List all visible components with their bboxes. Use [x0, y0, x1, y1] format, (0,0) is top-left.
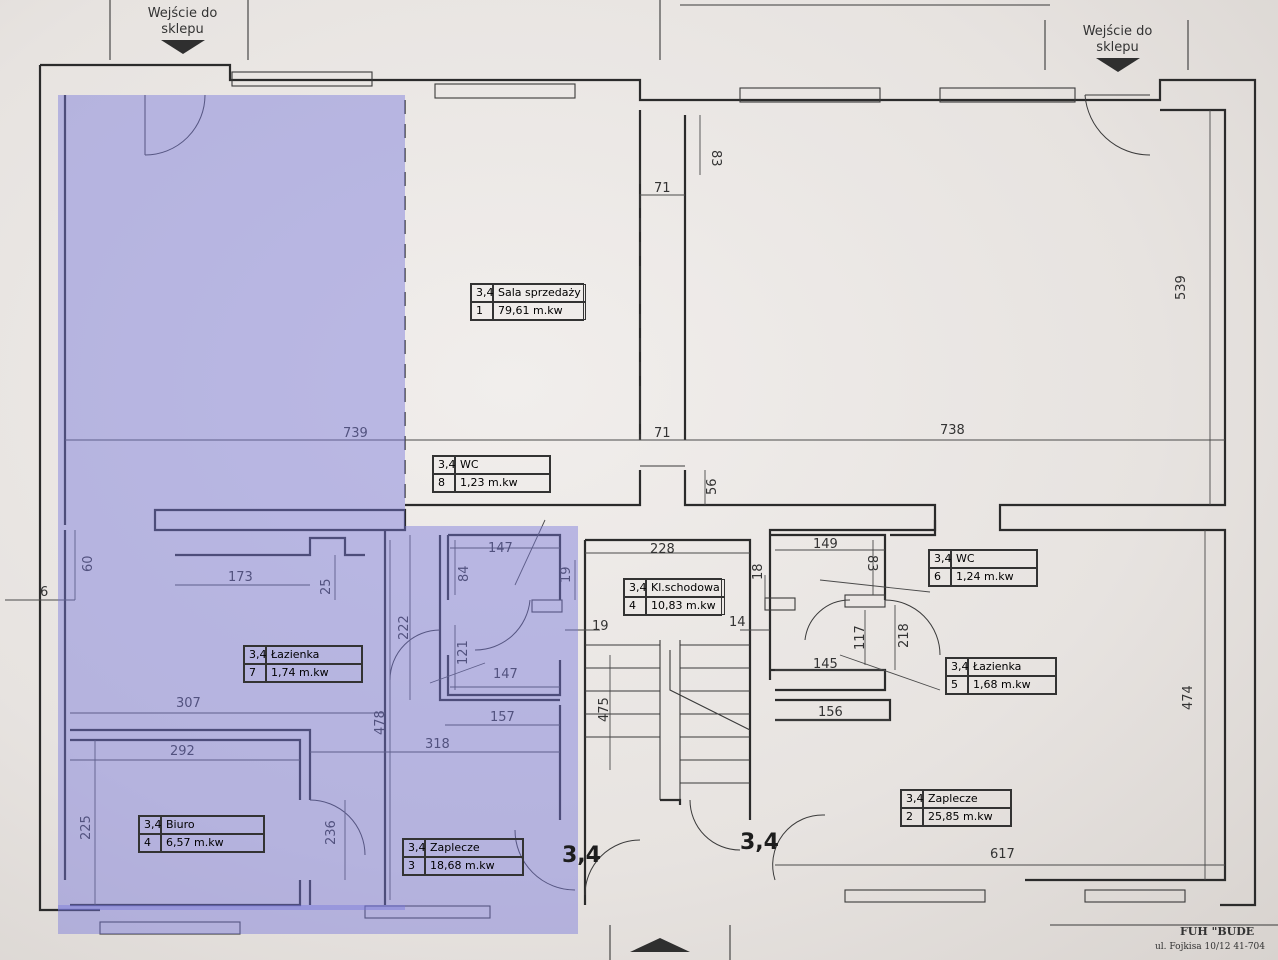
room-name: WC — [951, 550, 1037, 568]
dim-60: 60 — [81, 555, 96, 572]
dim-318: 318 — [425, 737, 450, 752]
dim-156: 156 — [818, 705, 843, 720]
room-name: Sala sprzedaży — [493, 284, 586, 302]
dim-83-top: 83 — [708, 150, 723, 167]
room-code: 3,4 — [946, 658, 969, 676]
dim-539: 539 — [1174, 275, 1189, 300]
room-code: 3,4 — [471, 284, 494, 302]
room-number: 4 — [624, 597, 646, 615]
stamp-address: ul. Fojkisa 10/12 41-704 — [1155, 942, 1266, 952]
dim-228: 228 — [650, 542, 675, 557]
entrance-right-arrow — [1095, 58, 1140, 72]
entrance-right: Wejście do sklepu — [1070, 24, 1165, 72]
room-name: WC — [455, 456, 550, 474]
stamp-title: FUH "BUDE — [1180, 925, 1255, 938]
room-number: 6 — [929, 568, 951, 586]
room-name: Łazienka — [266, 646, 362, 664]
room-number: 2 — [901, 808, 923, 826]
dim-617: 617 — [990, 847, 1015, 862]
entrance-left-arrow — [160, 40, 205, 54]
room-name: Biuro — [161, 816, 264, 834]
dim-225: 225 — [79, 815, 94, 840]
room-area: 1,24 m.kw — [951, 568, 1037, 586]
dim-19-b: 19 — [592, 619, 609, 634]
room-number: 4 — [139, 834, 161, 852]
dim-117: 117 — [853, 625, 868, 650]
room-name: Zaplecze — [425, 839, 523, 857]
room-area: 1,74 m.kw — [266, 664, 362, 682]
dim-147-top: 147 — [488, 541, 513, 556]
room-number: 3 — [403, 857, 425, 875]
room-code: 3,4 — [433, 456, 456, 474]
dim-173: 173 — [228, 570, 253, 585]
highlight-lower — [405, 526, 578, 934]
dim-84: 84 — [457, 565, 472, 582]
room-area: 1,68 m.kw — [968, 676, 1056, 694]
dim-478: 478 — [373, 710, 388, 735]
dim-222: 222 — [397, 615, 412, 640]
dim-292: 292 — [170, 744, 195, 759]
room-code: 3,4 — [244, 646, 267, 664]
room-code: 3,4 — [901, 790, 924, 808]
room-area: 18,68 m.kw — [425, 857, 523, 875]
room-code: 3,4 — [929, 550, 952, 568]
dim-14: 14 — [729, 615, 746, 630]
dim-157: 157 — [490, 710, 515, 725]
dim-218: 218 — [897, 623, 912, 648]
room-area: 6,57 m.kw — [161, 834, 264, 852]
bottom-entrance-arrow — [630, 938, 690, 952]
dim-474: 474 — [1181, 685, 1196, 710]
dim-145: 145 — [813, 657, 838, 672]
dim-236: 236 — [324, 820, 339, 845]
dim-149: 149 — [813, 537, 838, 552]
entrance-right-label: Wejście do sklepu — [1082, 24, 1153, 55]
dim-71-mid: 71 — [654, 426, 671, 441]
room-name: Łazienka — [968, 658, 1056, 676]
dim-71-top: 71 — [654, 181, 671, 196]
dim-18: 18 — [751, 563, 766, 580]
room-code: 3,4 — [139, 816, 162, 834]
highlight-main — [58, 95, 405, 910]
room-area: 1,23 m.kw — [455, 474, 550, 492]
code-marker-right: 3,4 — [740, 830, 779, 855]
dim-6: 6 — [40, 585, 48, 600]
room-code: 3,4 — [403, 839, 426, 857]
room-number: 1 — [471, 302, 493, 320]
room-name: Kl.schodowa — [646, 579, 725, 597]
room-number: 5 — [946, 676, 968, 694]
dim-56: 56 — [705, 478, 720, 495]
room-area: 10,83 m.kw — [646, 597, 725, 615]
dim-83-right: 83 — [864, 555, 879, 572]
entrance-left-label: Wejście do sklepu — [147, 6, 218, 37]
room-name: Zaplecze — [923, 790, 1011, 808]
room-number: 8 — [433, 474, 455, 492]
dim-25: 25 — [319, 578, 334, 595]
dim-739: 739 — [343, 426, 368, 441]
room-area: 79,61 m.kw — [493, 302, 586, 320]
dim-19-a: 19 — [559, 566, 574, 583]
dim-307: 307 — [176, 696, 201, 711]
dim-147-bottom: 147 — [493, 667, 518, 682]
entrance-left: Wejście do sklepu — [135, 6, 230, 54]
room-area: 25,85 m.kw — [923, 808, 1011, 826]
room-number: 7 — [244, 664, 266, 682]
room-code: 3,4 — [624, 579, 647, 597]
dim-475: 475 — [597, 697, 612, 722]
dim-738: 738 — [940, 423, 965, 438]
highlight-bottom — [58, 905, 405, 934]
dim-121: 121 — [456, 640, 471, 665]
code-marker-left: 3,4 — [562, 843, 601, 868]
